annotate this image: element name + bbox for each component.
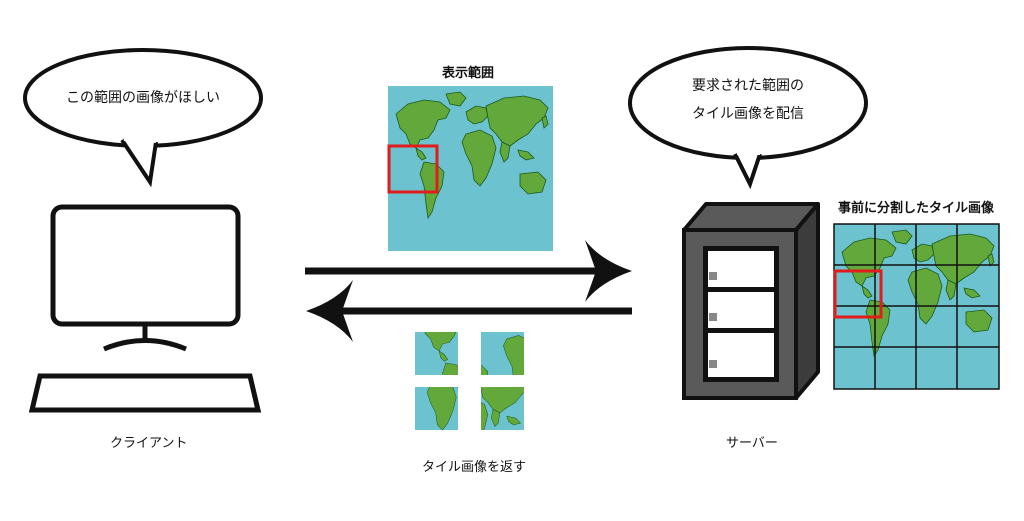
server-bubble-text-1: 要求された範囲の bbox=[692, 78, 804, 94]
view-range-highlight bbox=[387, 144, 439, 194]
returned-tiles bbox=[415, 332, 524, 430]
returned-tile-4 bbox=[481, 387, 524, 430]
request-map bbox=[387, 86, 553, 251]
request-map-title: 表示範囲 bbox=[442, 66, 495, 81]
server-drive-3 bbox=[708, 333, 774, 377]
server-icon bbox=[682, 202, 820, 400]
request-arrow bbox=[305, 240, 632, 302]
pretiled-map bbox=[833, 223, 1000, 390]
server-drive-2 bbox=[708, 292, 774, 328]
response-caption: タイル画像を返す bbox=[422, 460, 527, 475]
returned-tile-1 bbox=[415, 332, 458, 375]
pretiled-highlight bbox=[833, 269, 883, 319]
pretiled-title: 事前に分割したタイル画像 bbox=[838, 201, 995, 216]
client-label: クライアント bbox=[110, 436, 188, 451]
response-arrow bbox=[306, 280, 632, 342]
server-speech-bubble bbox=[628, 46, 868, 190]
client-bubble-text: この範囲の画像がほしい bbox=[66, 90, 220, 106]
client-speech-bubble bbox=[23, 48, 263, 188]
server-label: サーバー bbox=[726, 436, 778, 451]
server-bubble-text-2: タイル画像を配信 bbox=[692, 106, 804, 122]
client-computer-icon bbox=[28, 204, 262, 413]
returned-tile-2 bbox=[481, 332, 524, 375]
returned-tile-3 bbox=[415, 387, 458, 430]
server-drive-1 bbox=[708, 251, 774, 287]
